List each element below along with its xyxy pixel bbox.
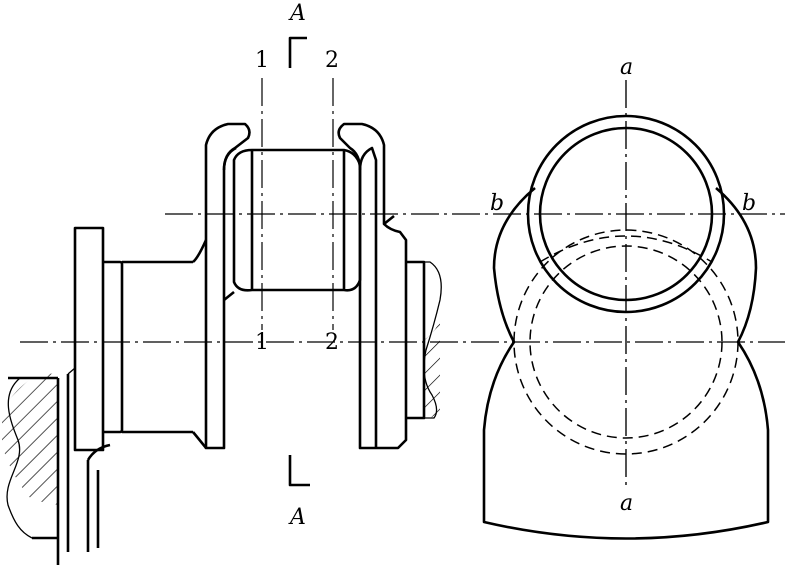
right-shaft-hatch	[424, 318, 440, 419]
crank-web-outline	[482, 186, 770, 540]
crankshaft-front-view	[2, 36, 785, 565]
hidden-journal-outer	[513, 229, 739, 455]
left-crank-web	[204, 122, 251, 450]
right-crank-web	[337, 122, 408, 450]
left-break-line	[6, 377, 33, 539]
section-arrow-top	[288, 36, 307, 68]
flange-fillet	[86, 443, 111, 461]
plane-label-2-bottom: 2	[325, 330, 339, 355]
section-arrow-bottom	[288, 455, 310, 487]
axis-label-b-right: b	[742, 191, 756, 216]
right-shaft-stub	[406, 260, 426, 420]
right-web-step	[383, 214, 395, 226]
hidden-arc-in-section	[539, 235, 713, 263]
section-label-bottom: A	[288, 505, 306, 530]
plane-label-1-top: 1	[255, 48, 269, 73]
right-web-inner	[358, 146, 378, 448]
axis-label-a-top: a	[620, 55, 633, 80]
section-label-top: A	[288, 1, 306, 26]
flange	[73, 226, 105, 452]
left-web-lower-step	[223, 290, 235, 302]
left-web-inner-curve	[222, 146, 237, 171]
right-break-line	[423, 261, 442, 419]
left-shaft-section-hatch	[2, 372, 58, 505]
plane-label-1-bottom: 1	[255, 330, 269, 355]
axis-label-a-bottom: a	[620, 491, 633, 516]
plane-label-2-top: 2	[325, 48, 339, 73]
crankshaft-side-section	[482, 80, 770, 540]
main-journal-fillet-bottom	[192, 431, 208, 449]
axis-label-b-left: b	[490, 191, 504, 216]
main-journal-left-neck	[103, 260, 124, 434]
main-journal-fillet-top	[192, 239, 208, 264]
